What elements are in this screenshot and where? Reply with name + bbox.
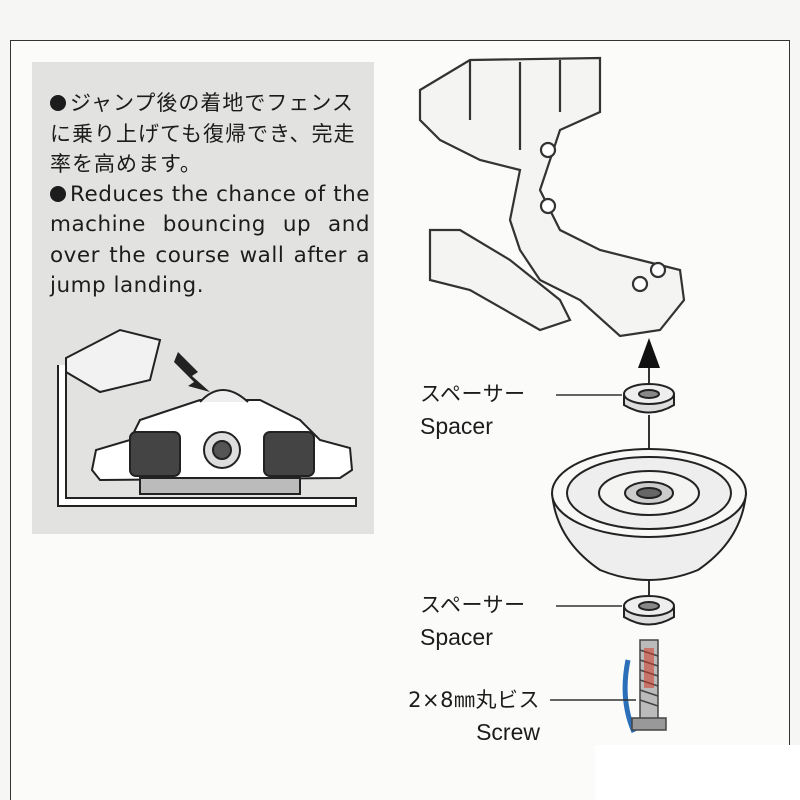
lower-spacer bbox=[623, 595, 675, 626]
screw-part bbox=[622, 639, 667, 734]
info-text: ジャンプ後の着地でフェンスに乗り上げても復帰でき、完走率を高めます。 Reduc… bbox=[50, 88, 370, 302]
spacer-label-upper: スペーサー Spacer bbox=[420, 382, 526, 439]
scan-corner bbox=[595, 745, 800, 800]
en-description: Reduces the chance of the machine bounci… bbox=[50, 181, 370, 298]
upper-spacer bbox=[623, 383, 675, 414]
bullet-icon bbox=[50, 95, 66, 111]
screw-label: 2×8㎜丸ビス Screw bbox=[408, 688, 540, 745]
spacer-label-lower: スペーサー Spacer bbox=[420, 593, 526, 650]
leader-lines bbox=[550, 394, 636, 701]
down-arrow-icon bbox=[174, 352, 210, 392]
chassis-part bbox=[418, 56, 686, 338]
jp-description: ジャンプ後の着地でフェンスに乗り上げても復帰でき、完走率を高めます。 bbox=[50, 91, 356, 176]
car-illustration bbox=[57, 328, 357, 507]
bullet-icon bbox=[50, 185, 66, 202]
roller-part bbox=[551, 448, 747, 581]
up-arrow-icon bbox=[638, 338, 660, 368]
